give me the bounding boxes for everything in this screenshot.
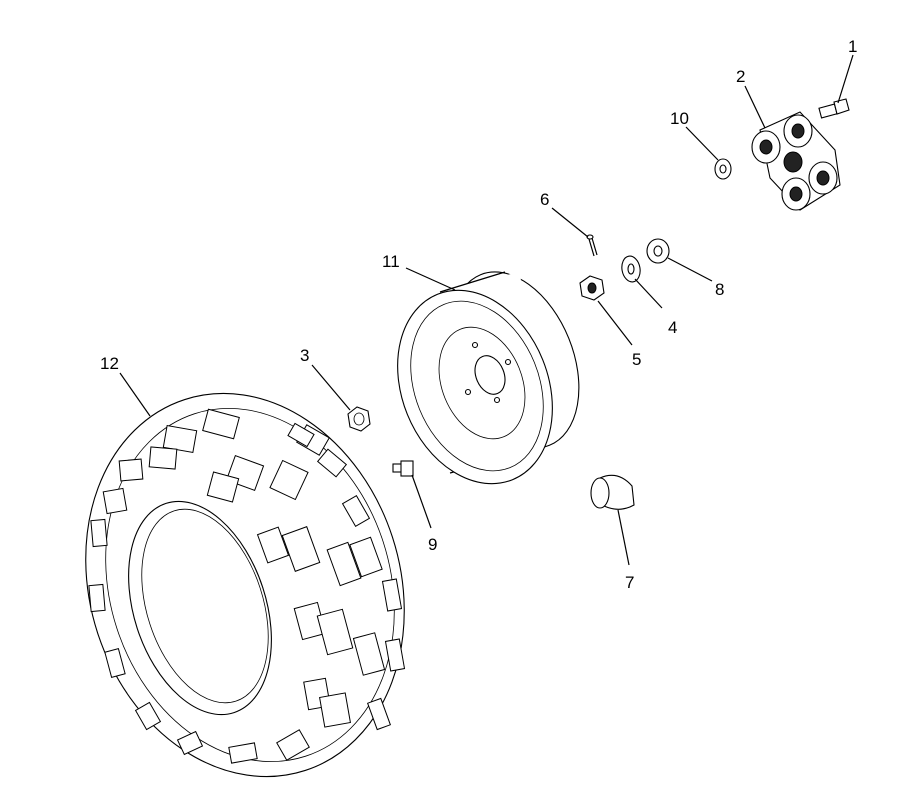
tire (85, 392, 406, 778)
tire-tread-blocks (88, 408, 406, 764)
valve-stem (392, 460, 414, 477)
hub-cap (590, 474, 635, 510)
callout-labels: 1 2 3 4 5 6 7 8 9 10 11 12 (100, 37, 857, 592)
callout-1: 1 (848, 37, 857, 56)
callout-3: 3 (300, 346, 309, 365)
callout-5: 5 (632, 350, 641, 369)
washer-4 (621, 255, 641, 283)
castle-nut (579, 275, 605, 301)
washer-8 (646, 238, 670, 264)
callout-7: 7 (625, 573, 634, 592)
rim (397, 271, 580, 485)
callout-12: 12 (100, 354, 119, 373)
callout-6: 6 (540, 190, 549, 209)
leader-lines (119, 54, 854, 566)
cotter-pin (586, 234, 598, 257)
callout-2: 2 (736, 67, 745, 86)
washer-10 (714, 158, 732, 180)
callout-11: 11 (382, 252, 400, 271)
callout-8: 8 (715, 280, 724, 299)
hub (751, 111, 841, 211)
callout-9: 9 (428, 535, 437, 554)
callout-10: 10 (670, 109, 689, 128)
bolt (818, 98, 850, 119)
wheel-nut (347, 406, 371, 432)
callout-4: 4 (668, 318, 677, 337)
